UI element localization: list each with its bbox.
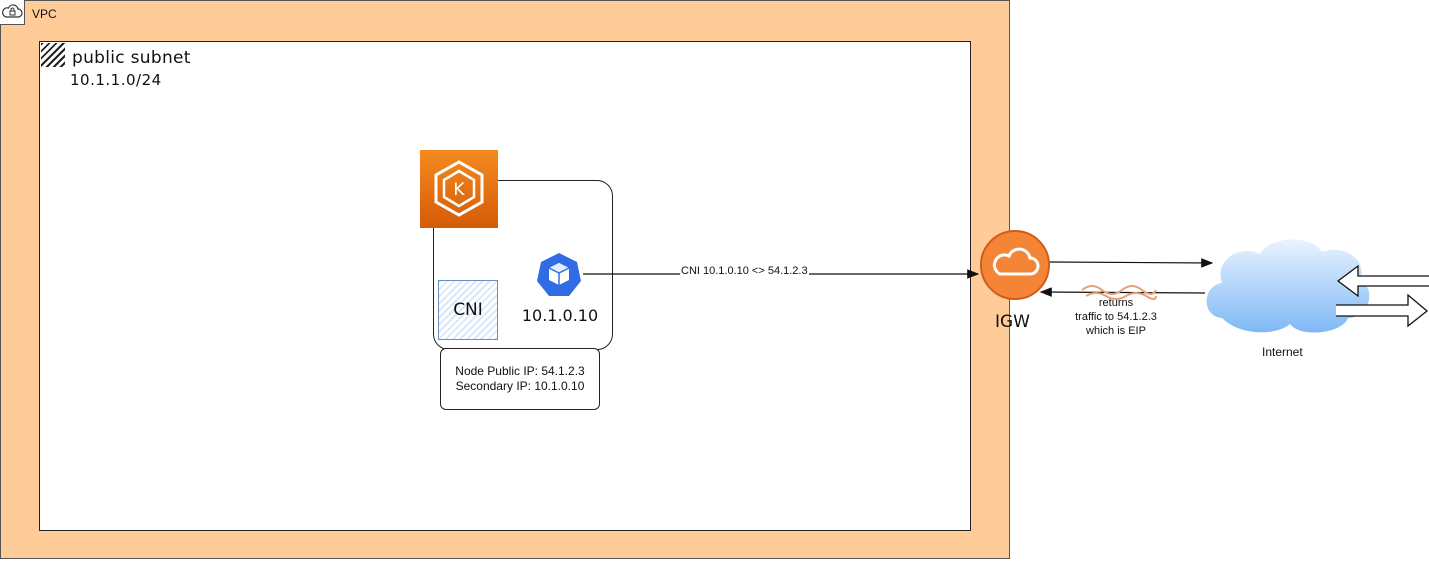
return-line-2: traffic to 54.1.2.3 — [1075, 311, 1157, 323]
igw-label: IGW — [995, 312, 1030, 332]
cloud-lock-icon — [2, 4, 23, 18]
return-line-3: which is EIP — [1086, 325, 1146, 337]
outbound-arrow-icon — [1336, 293, 1429, 328]
internet-gateway-cloud-icon — [980, 230, 1050, 300]
igw-to-internet-edge — [1049, 258, 1214, 268]
cni-edge-label: CNI 10.1.0.10 <> 54.1.2.3 — [680, 265, 809, 277]
cni-label: CNI — [453, 300, 483, 320]
subnet-title: public subnet — [72, 48, 191, 68]
cni-box: CNI — [438, 280, 498, 340]
subnet-hatch-icon — [41, 43, 65, 67]
cloud-icon — [1206, 239, 1370, 333]
kubernetes-pod-icon — [535, 252, 583, 298]
svg-text:K: K — [453, 180, 465, 200]
subnet-cidr: 10.1.1.0/24 — [70, 71, 162, 89]
node-secondary-ip: Secondary IP: 10.1.0.10 — [455, 379, 585, 393]
vpc-icon-box — [0, 0, 25, 25]
inbound-arrow-icon — [1336, 264, 1429, 298]
eks-icon: K — [420, 150, 498, 228]
node-ip-box: Node Public IP: 54.1.2.3 Secondary IP: 1… — [440, 348, 600, 410]
pod-ip-label: 10.1.0.10 — [521, 306, 599, 325]
node-public-ip: Node Public IP: 54.1.2.3 — [455, 364, 585, 378]
return-line-1: returns — [1098, 297, 1134, 309]
return-traffic-label: returns traffic to 54.1.2.3 which is EIP — [1062, 296, 1170, 338]
internet-to-igw-edge — [1039, 287, 1206, 297]
internet-label: Internet — [1262, 345, 1303, 359]
vpc-label: VPC — [32, 7, 57, 21]
return-highlight — [1081, 285, 1157, 300]
